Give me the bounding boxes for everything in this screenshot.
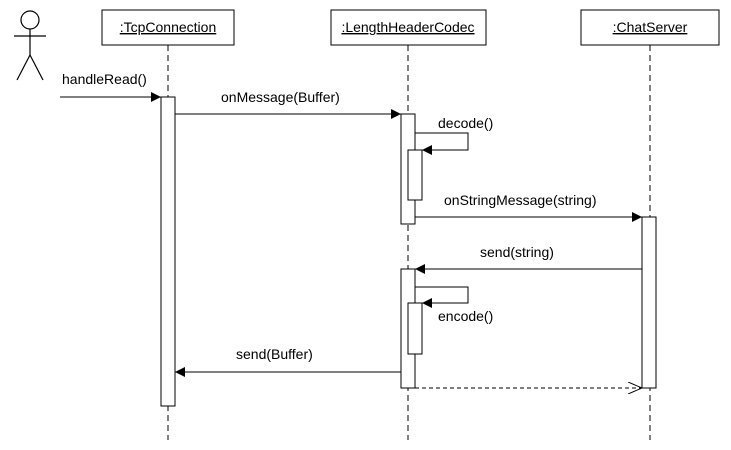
message-handle-read-label: handleRead(): [62, 71, 147, 87]
message-send-buffer-label: send(Buffer): [236, 346, 313, 362]
message-decode-arrow: [415, 132, 469, 155]
message-encode-label: encode(): [438, 308, 493, 324]
message-send-string-label: send(string): [480, 244, 554, 260]
message-on-string-message-label: onStringMessage(string): [444, 192, 597, 208]
activation-codec-encode: [407, 302, 423, 355]
message-encode-arrow: [415, 286, 469, 308]
activation-codec-decode: [407, 149, 423, 201]
message-decode-label: decode(): [438, 115, 493, 131]
participant-length-header-codec-label: :LengthHeaderCodec: [341, 19, 474, 35]
participant-chat-server-label: :ChatServer: [613, 19, 688, 35]
participant-length-header-codec: :LengthHeaderCodec: [330, 9, 487, 46]
activation-chat-server: [641, 216, 657, 389]
participant-tcp-connection: :TcpConnection: [101, 9, 235, 46]
message-on-message-label: onMessage(Buffer): [221, 89, 340, 105]
activation-tcp-connection: [160, 96, 176, 407]
participant-chat-server: :ChatServer: [580, 9, 720, 46]
participant-tcp-connection-label: :TcpConnection: [120, 19, 217, 35]
actor-stick-figure-icon: [14, 10, 46, 81]
